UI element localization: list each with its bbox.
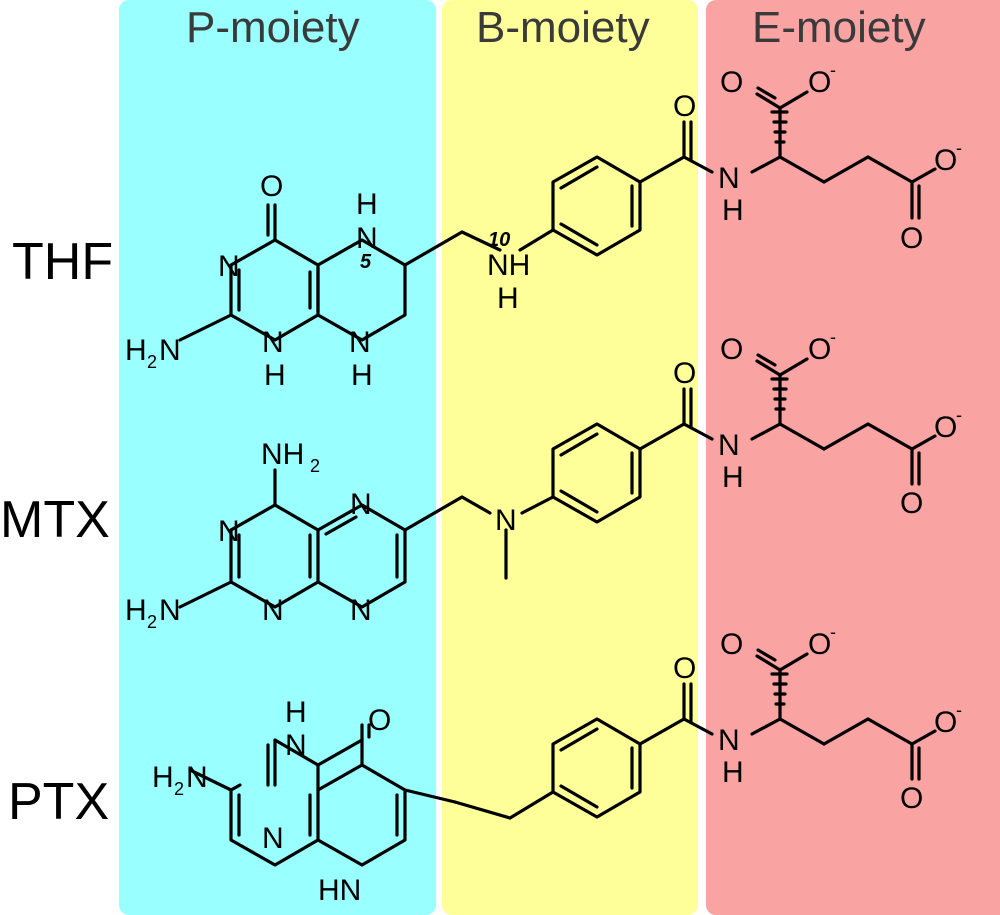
- mtx-n8: N: [350, 594, 372, 627]
- mtx-amino4: NH: [261, 438, 304, 471]
- thf-amino-sub: 2: [147, 352, 157, 372]
- thf-locant-5: 5: [360, 251, 372, 273]
- p-moiety-title: P-moiety: [186, 3, 360, 52]
- mtx-carboxyl-o2: O: [808, 333, 831, 366]
- ptx-amide-o: O: [673, 652, 696, 685]
- e-moiety-panel: [706, 0, 1000, 915]
- thf-amino-n: N: [159, 334, 181, 367]
- mtx-n10: N: [495, 504, 517, 537]
- thf-locant-10: 10: [488, 229, 510, 251]
- thf-n3: N: [218, 250, 240, 283]
- ptx-o-ketone: O: [368, 704, 391, 737]
- mtx-n3: N: [218, 515, 240, 548]
- b-moiety-title: B-moiety: [476, 3, 650, 52]
- mtx-carboxyl-o1: O: [720, 333, 743, 366]
- ptx-carboxyl-o1: O: [720, 628, 743, 661]
- label-thf: THF: [12, 233, 114, 291]
- thf-amide-n: N: [718, 162, 740, 195]
- mtx-amide-o: O: [673, 357, 696, 390]
- thf-side-o2: O: [900, 222, 923, 255]
- ptx-n1: N: [262, 822, 284, 855]
- thf-amide-h: H: [722, 194, 744, 227]
- thf-n1: N: [262, 326, 284, 359]
- thf-n8: N: [349, 326, 371, 359]
- ptx-n3-h: H: [285, 696, 307, 729]
- thf-n10: NH: [487, 249, 530, 282]
- thf-carboxyl-o1: O: [720, 66, 743, 99]
- thf-amide-o: O: [673, 90, 696, 123]
- ptx-side-charge: -: [956, 700, 962, 720]
- e-moiety-title: E-moiety: [752, 3, 926, 52]
- ptx-amino-sub: 2: [174, 779, 184, 799]
- mtx-side-o2: O: [900, 487, 923, 520]
- b-moiety-panel: [442, 0, 698, 915]
- thf-side-charge: -: [956, 138, 962, 158]
- ptx-structure: H N O H 2 N N HN O N H O O - O - O: [152, 622, 962, 907]
- ptx-side-o1: O: [934, 706, 957, 739]
- ptx-amino-n: N: [186, 761, 208, 794]
- thf-carboxyl-charge: -: [830, 60, 836, 80]
- thf-n5: N: [356, 222, 378, 255]
- thf-n1-h: H: [264, 359, 286, 392]
- label-ptx: PTX: [8, 773, 110, 831]
- mtx-side-charge: -: [956, 405, 962, 425]
- ptx-amino-h: H: [152, 761, 174, 794]
- p-moiety-panel: [119, 0, 436, 915]
- mtx-amino2-n: N: [159, 594, 181, 627]
- mtx-n1: N: [262, 594, 284, 627]
- mtx-amino2-h: H: [125, 594, 147, 627]
- thf-n8-h: H: [351, 359, 373, 392]
- mtx-amide-h: H: [722, 461, 744, 494]
- thf-o-ketone: O: [260, 170, 283, 203]
- thf-n5-h: H: [356, 188, 378, 221]
- ptx-pyrrole-nh: HN: [318, 874, 361, 907]
- ptx-carboxyl-charge: -: [830, 622, 836, 642]
- ptx-amide-n: N: [718, 724, 740, 757]
- label-mtx: MTX: [0, 491, 110, 549]
- thf-structure: O N H 2 N N H H N 5 N H 10 NH H O N H O …: [125, 60, 962, 392]
- mtx-n5: N: [350, 488, 372, 521]
- ptx-n3: N: [285, 729, 307, 762]
- mtx-amino4-sub: 2: [310, 456, 320, 476]
- thf-amino-h: H: [125, 334, 147, 367]
- mtx-structure: NH 2 N H 2 N N N N N O N H O O - O - O: [125, 327, 962, 632]
- thf-n10-h: H: [497, 282, 519, 315]
- mtx-carboxyl-charge: -: [830, 327, 836, 347]
- mtx-amide-n: N: [718, 429, 740, 462]
- mtx-amino2-sub: 2: [147, 612, 157, 632]
- ptx-side-o2: O: [900, 782, 923, 815]
- thf-carboxyl-o2: O: [808, 66, 831, 99]
- ptx-amide-h: H: [722, 756, 744, 789]
- mtx-side-o1: O: [934, 411, 957, 444]
- thf-side-o1: O: [934, 144, 957, 177]
- ptx-carboxyl-o2: O: [808, 628, 831, 661]
